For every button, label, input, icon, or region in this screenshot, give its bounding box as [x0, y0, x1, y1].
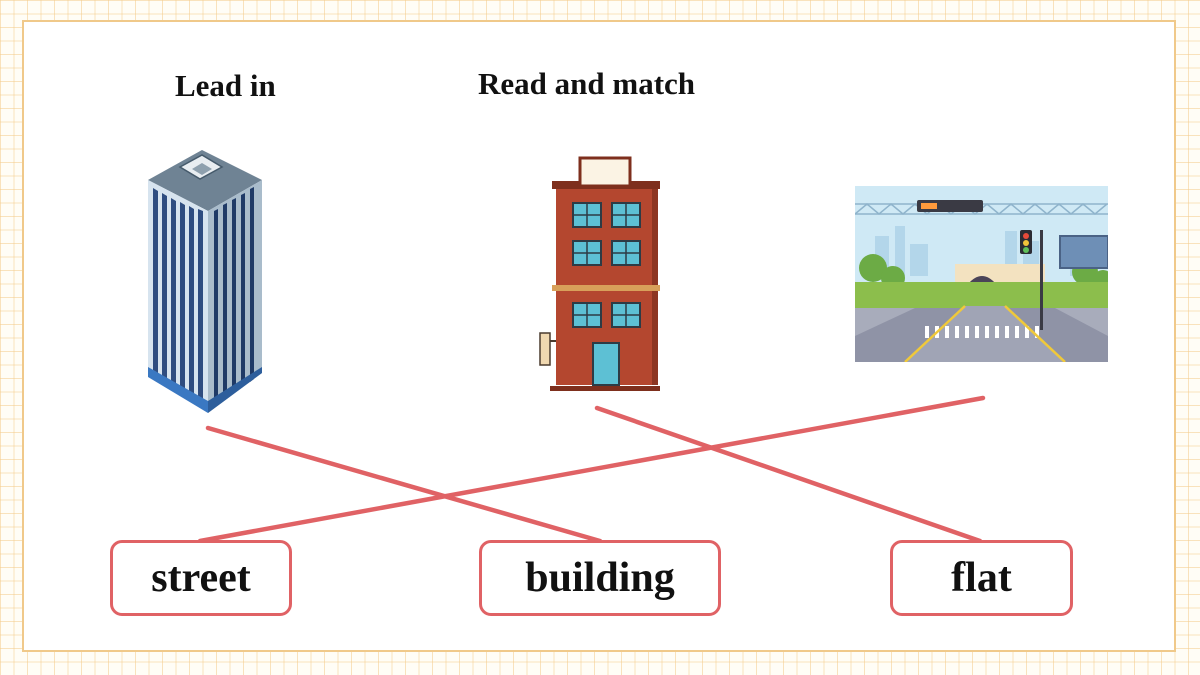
street-scene-icon — [855, 186, 1108, 362]
word-box-flat[interactable]: flat — [890, 540, 1073, 616]
word-street-label: street — [151, 555, 251, 601]
lead-in-heading: Lead in — [175, 68, 276, 103]
skyscraper-picture[interactable] — [140, 145, 270, 415]
skyscraper-icon — [148, 150, 262, 413]
street-scene-picture[interactable] — [855, 186, 1108, 362]
word-building-label: building — [525, 555, 675, 601]
word-box-building[interactable]: building — [479, 540, 721, 616]
brick-building-icon — [539, 156, 660, 391]
word-flat-label: flat — [951, 555, 1012, 601]
read-and-match-heading: Read and match — [478, 66, 696, 101]
word-box-street[interactable]: street — [110, 540, 292, 616]
brick-building-picture[interactable] — [530, 155, 665, 395]
